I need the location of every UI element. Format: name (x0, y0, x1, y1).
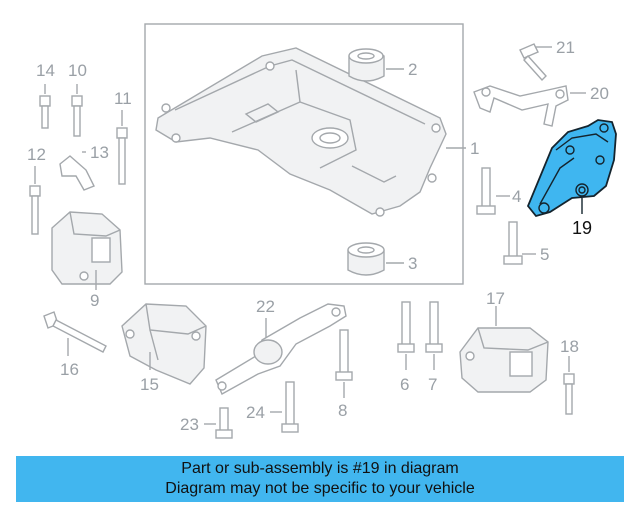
callout-17: 17 (486, 289, 505, 308)
bolt-24[interactable] (281, 381, 299, 433)
callout-22: 22 (256, 297, 275, 316)
bolt-18[interactable] (563, 373, 575, 415)
callout-5: 5 (540, 245, 549, 264)
callout-18: 18 (560, 337, 579, 356)
info-banner: Part or sub-assembly is #19 in diagram D… (16, 456, 624, 502)
bolt-6[interactable] (397, 301, 415, 353)
callout-13: 13 (90, 143, 109, 162)
callout-10: 10 (68, 61, 87, 80)
subframe-frame-box (144, 23, 464, 285)
bolt-11[interactable] (116, 127, 128, 185)
bolt-10[interactable] (71, 95, 83, 137)
subframe[interactable] (155, 47, 447, 217)
banner-line-1: Part or sub-assembly is #19 in diagram (181, 460, 459, 477)
callout-24: 24 (246, 403, 265, 422)
bolt-12[interactable] (29, 185, 41, 235)
engine-mount-17[interactable] (459, 327, 549, 393)
callout-2: 2 (408, 60, 417, 79)
bolt-8[interactable] (335, 329, 353, 381)
callout-12: 12 (27, 145, 46, 164)
bolt-4[interactable] (503, 221, 523, 265)
bolt-16[interactable] (43, 311, 107, 353)
callout-19: 19 (572, 218, 592, 238)
bolt-7[interactable] (425, 301, 443, 353)
callout-8: 8 (338, 401, 347, 420)
bolt-5[interactable] (476, 167, 496, 215)
callout-3: 3 (408, 254, 417, 273)
bushing-lower[interactable] (347, 242, 385, 276)
callout-20: 20 (590, 84, 609, 103)
callout-7: 7 (428, 375, 437, 394)
engine-mount-9[interactable] (51, 211, 123, 285)
torque-rod-22[interactable] (215, 303, 347, 395)
callout-14: 14 (36, 61, 55, 80)
banner-line-2: Diagram may not be specific to your vehi… (165, 480, 475, 497)
callout-11: 11 (114, 89, 132, 108)
bolt-21[interactable] (519, 43, 547, 82)
callout-21: 21 (556, 38, 575, 57)
callout-15: 15 (140, 375, 159, 394)
callout-4: 4 (512, 187, 521, 206)
clip-13[interactable] (59, 155, 95, 191)
callout-16: 16 (60, 360, 79, 379)
bolt-14[interactable] (39, 95, 51, 129)
callout-23: 23 (180, 415, 199, 434)
parts-diagram: 2 3 1 21 20 19 4 (27, 23, 617, 439)
callout-1: 1 (470, 139, 479, 158)
callout-9: 9 (90, 291, 99, 310)
bracket-20[interactable] (473, 85, 569, 127)
bushing-upper[interactable] (348, 48, 385, 82)
bolt-23[interactable] (215, 407, 233, 439)
callout-6: 6 (400, 375, 409, 394)
transmission-mount-15[interactable] (121, 303, 207, 385)
mount-bracket-19-highlighted[interactable] (526, 119, 617, 218)
